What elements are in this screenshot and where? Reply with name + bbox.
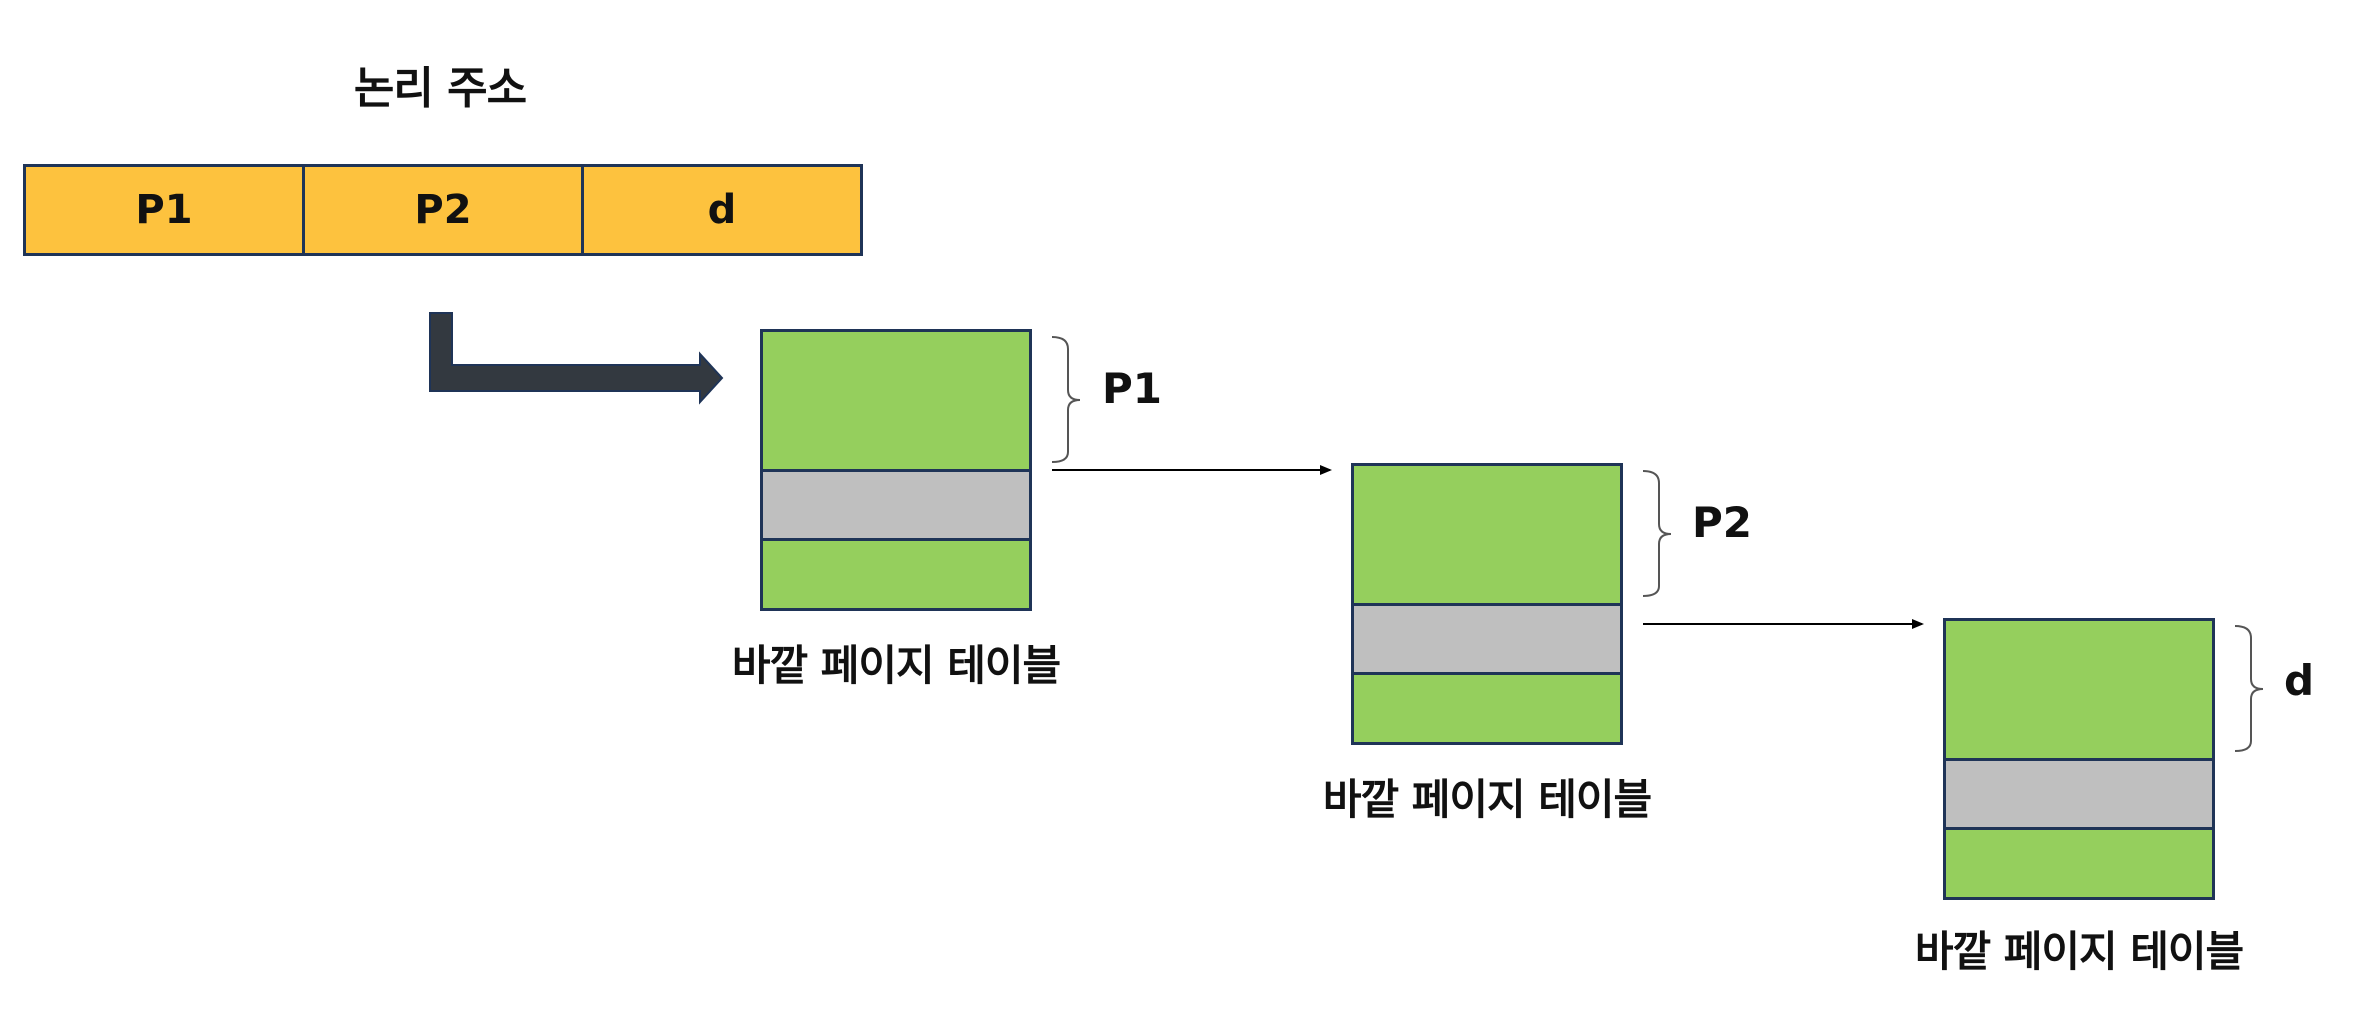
page-table-2-label: 바깥 페이지 테이블 xyxy=(1322,775,1652,824)
brace-icon-d xyxy=(2234,625,2264,752)
page-table-1 xyxy=(760,329,1032,611)
table-entries-lower xyxy=(1946,830,2212,897)
brace-label-d: d xyxy=(2284,656,2315,705)
brace-icon-p1 xyxy=(1051,336,1081,463)
table-entry-selected xyxy=(763,472,1029,541)
page-table-1-label: 바깥 페이지 테이블 xyxy=(731,641,1061,690)
table-entries-upper xyxy=(1354,466,1620,606)
table-entries-upper xyxy=(763,332,1029,472)
brace-label-p2: P2 xyxy=(1692,498,1753,547)
table-entries-lower xyxy=(763,541,1029,608)
brace-icon-p2 xyxy=(1642,470,1672,597)
brace-label-p1: P1 xyxy=(1102,364,1163,413)
logical-address-bar: P1 P2 d xyxy=(23,164,863,256)
table-entry-selected xyxy=(1946,761,2212,830)
bent-arrow-icon xyxy=(429,312,724,405)
page-table-3-label: 바깥 페이지 테이블 xyxy=(1914,927,2244,976)
table-entries-upper xyxy=(1946,621,2212,761)
address-field-p1: P1 xyxy=(26,167,305,253)
address-field-p2: P2 xyxy=(305,167,584,253)
page-table-2 xyxy=(1351,463,1623,745)
address-field-d: d xyxy=(707,187,737,233)
page-table-3 xyxy=(1943,618,2215,900)
table-entry-selected xyxy=(1354,606,1620,675)
diagram-title: 논리 주소 xyxy=(353,63,527,114)
table-entries-lower xyxy=(1354,675,1620,742)
